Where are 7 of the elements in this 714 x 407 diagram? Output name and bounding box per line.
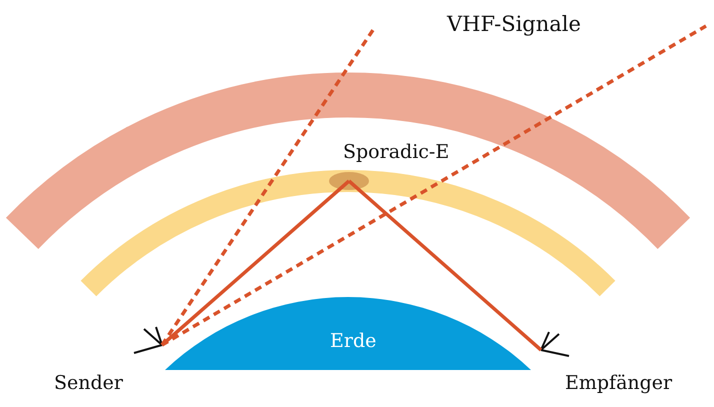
escaping-signal-line (161, 24, 707, 346)
signal-type-label: VHF-Signale (447, 14, 581, 35)
signal-line (348, 180, 542, 352)
station-label: Sender (54, 374, 123, 393)
station-label: Sporadic-E (343, 143, 450, 162)
earth-label: Erde (330, 332, 376, 351)
station-label: Empfänger (565, 374, 672, 393)
